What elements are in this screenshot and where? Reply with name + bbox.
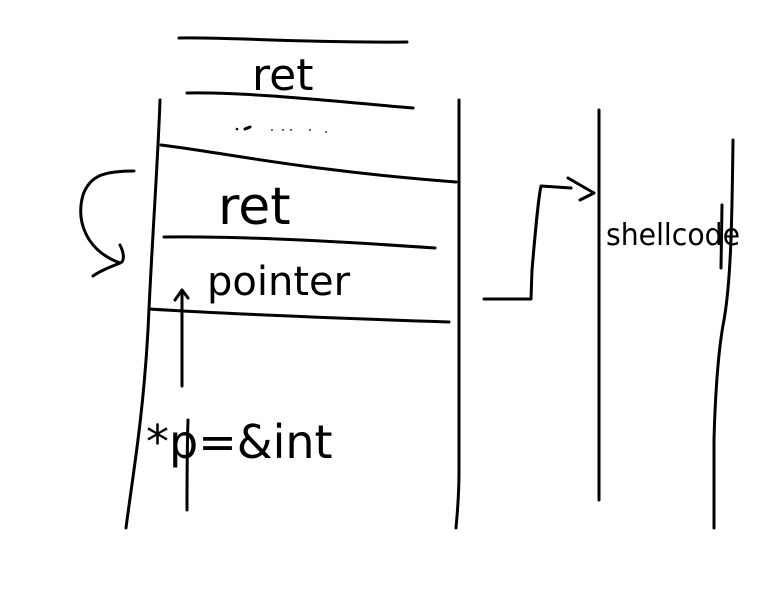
p-stem-line: [185, 418, 190, 512]
shellcode-label: shellcode: [606, 218, 740, 253]
ret-top-underline: [185, 91, 415, 110]
curved-arrow: [79, 169, 136, 265]
connector-to-shellcode: [482, 184, 573, 301]
top-ret-label: ret: [252, 50, 313, 101]
stack-separator-3: [147, 307, 451, 324]
shellcode-right-wall: [712, 138, 735, 530]
connector-arrow-head: [566, 176, 596, 202]
ellipsis-dots: [235, 125, 327, 133]
up-arrow-head: [173, 288, 190, 302]
ellipsis-text: ........: [0, 0, 3, 1]
stack-right-wall: [454, 98, 461, 530]
assignment-label: *p=&int: [146, 415, 333, 469]
stack-separator-2: [162, 235, 437, 250]
curved-arrow-head: [91, 243, 125, 278]
pointer-label: pointer: [207, 259, 351, 305]
top-line: [177, 36, 409, 44]
stack-separator-1: [159, 143, 458, 184]
stack-left-wall: [124, 98, 162, 530]
ret-label: ret: [218, 177, 291, 237]
shellcode-right-wall-upper: [719, 203, 724, 270]
